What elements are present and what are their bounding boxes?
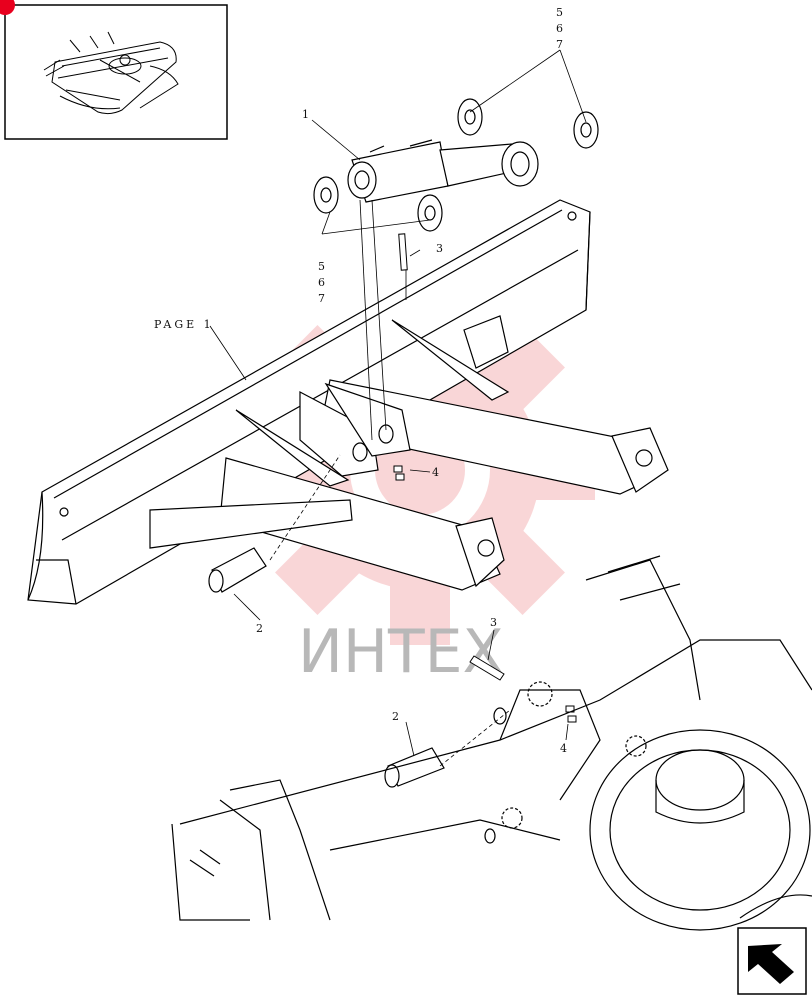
hydraulic-cylinder (347, 139, 539, 203)
track-frame (171, 555, 812, 931)
page-reference: PAGE 1 (154, 318, 214, 331)
callout-7-left: 7 (318, 292, 325, 305)
red-corner-marker (0, 0, 15, 15)
pins (208, 547, 445, 788)
callout-3-upper: 3 (436, 242, 443, 255)
callout-2-upper: 2 (256, 622, 263, 635)
callout-4-lower: 4 (560, 742, 567, 755)
next-page-arrow-icon[interactable] (737, 927, 807, 995)
callout-7-top: 7 (556, 38, 563, 51)
callouts: 1 5 6 7 5 6 7 3 4 2 3 4 2 PAGE 1 (154, 6, 567, 755)
crawler-undercarriage-thumbnail (43, 31, 179, 115)
callout-5-left: 5 (318, 260, 325, 273)
thumbnail-panel (0, 0, 228, 140)
push-frame (149, 315, 669, 591)
callout-6-top: 6 (556, 22, 563, 35)
callout-1: 1 (302, 108, 309, 121)
callout-5-top: 5 (556, 6, 563, 19)
washers (313, 98, 599, 232)
callout-2-lower: 2 (392, 710, 399, 723)
callout-3-lower: 3 (490, 616, 497, 629)
callout-4-upper: 4 (432, 466, 439, 479)
leader-lines (209, 49, 587, 767)
callout-6-left: 6 (318, 276, 325, 289)
fasteners (393, 233, 577, 723)
watermark-text: ИНТЕХ (298, 617, 504, 687)
